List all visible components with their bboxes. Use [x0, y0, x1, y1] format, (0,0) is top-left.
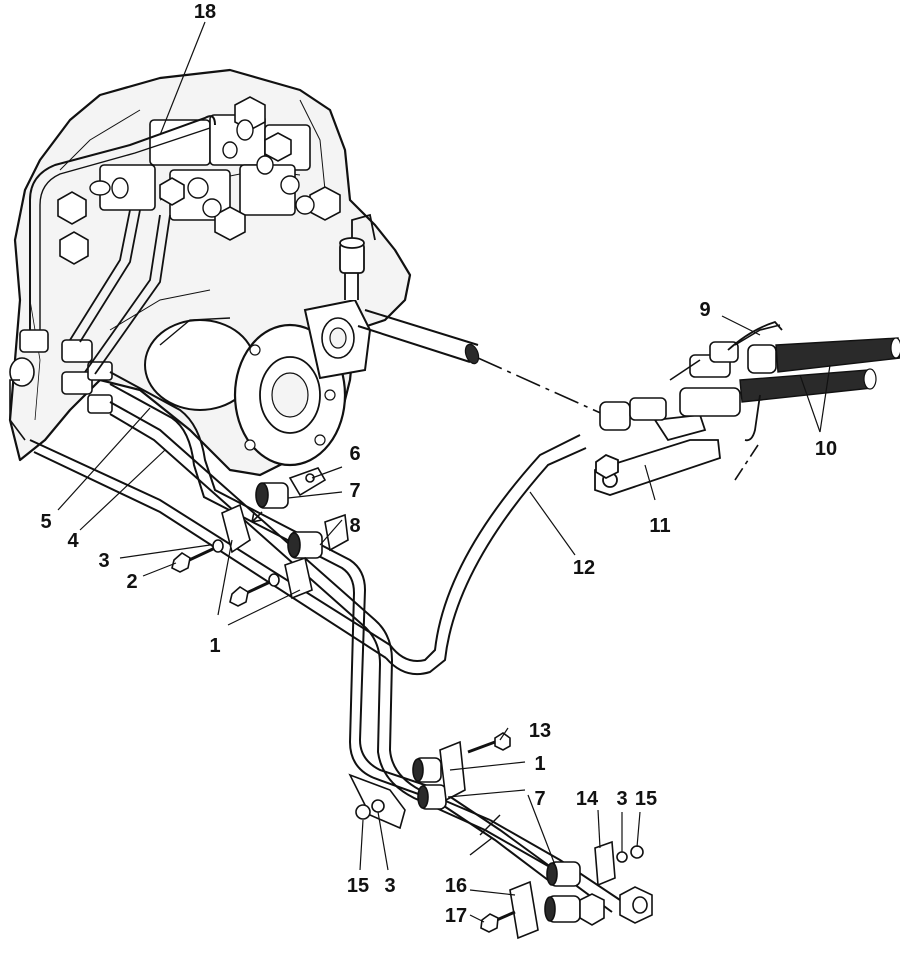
- block-couplings: [89, 119, 315, 218]
- callout-13: 13: [529, 720, 551, 742]
- right-bracket-11: [594, 414, 721, 496]
- callout-1: 1: [209, 635, 220, 657]
- callout-8: 8: [349, 515, 360, 537]
- callout-11: 11: [649, 515, 670, 537]
- callout-16: 16: [445, 875, 467, 897]
- hoses-10: [739, 337, 900, 403]
- callout-3-b: 3: [616, 788, 627, 810]
- pump-flange: [303, 298, 372, 380]
- alignment-leader: [477, 357, 606, 416]
- leader-lines: [57, 21, 831, 923]
- callout-labels: 18 9 10 11 12 6 7 8 5 4 3 2 1 13 1 7 14 …: [40, 1, 837, 927]
- callout-4: 4: [67, 530, 79, 552]
- callout-12: 12: [573, 557, 595, 579]
- alignment-leader-2: [734, 444, 759, 481]
- bolt-2: [171, 539, 280, 607]
- callout-3: 3: [98, 550, 109, 572]
- tube-bundle: [29, 371, 491, 831]
- callout-7: 7: [349, 480, 360, 502]
- callout-5: 5: [40, 511, 51, 533]
- pump-riser-fitting: [339, 213, 376, 300]
- callout-7-b: 7: [534, 788, 545, 810]
- callout-2: 2: [126, 571, 137, 593]
- hydraulic-pump: [144, 317, 347, 467]
- callout-1-b: 1: [534, 753, 545, 775]
- lower-clamps: [348, 732, 653, 940]
- bolt-heads: [57, 96, 341, 265]
- pump-outlet-tube: [357, 309, 480, 365]
- callout-17: 17: [445, 905, 467, 927]
- tube-12: [385, 434, 587, 676]
- callout-14: 14: [576, 788, 599, 810]
- callout-9: 9: [699, 299, 710, 321]
- left-riser-tubes: [69, 209, 171, 375]
- callout-15: 15: [635, 788, 657, 810]
- callout-10: 10: [815, 438, 837, 460]
- right-couplings: [599, 324, 781, 431]
- callout-3-c: 3: [384, 875, 395, 897]
- upper-clamps: [221, 467, 349, 600]
- tube-18: [29, 115, 216, 330]
- callout-6: 6: [349, 443, 360, 465]
- callout-18: 18: [194, 1, 216, 23]
- callout-15-b: 15: [347, 875, 369, 897]
